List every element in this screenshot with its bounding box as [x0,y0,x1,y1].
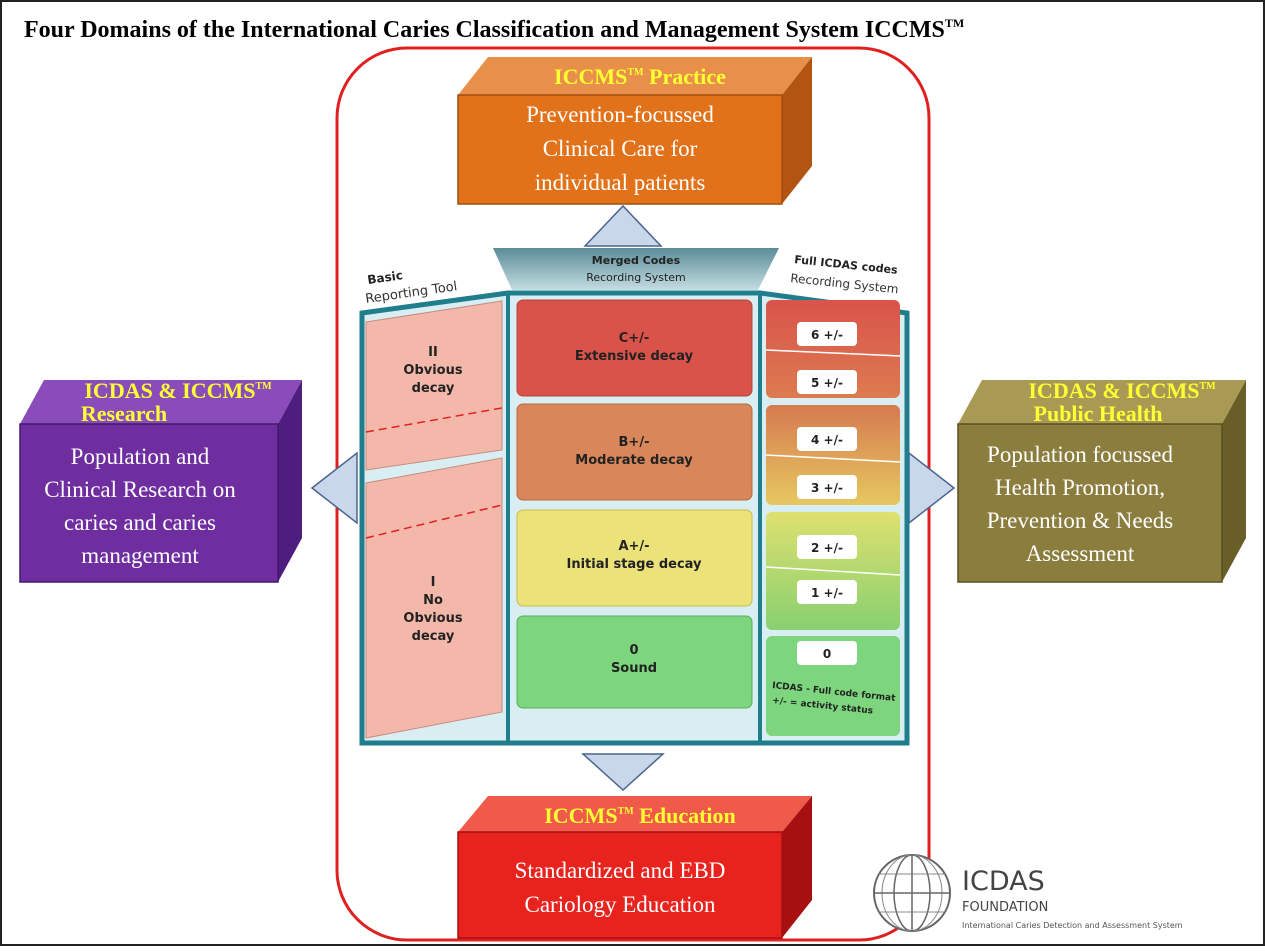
svg-text:6 +/-: 6 +/- [811,328,843,342]
merged-row-b-code: B+/- [619,435,650,450]
svg-text:0: 0 [823,647,831,661]
code-chip-3: 3 +/- [797,475,857,499]
basic-lower-line-4: decay [412,629,455,644]
practice-line-1: Prevention-focussed [526,102,714,127]
practice-domain-box: ICCMSTM Practice Prevention-focussed Cli… [457,57,812,205]
public-health-line-3: Prevention & Needs [987,508,1174,533]
icdas-foundation-logo: ICDAS FOUNDATION International Caries De… [873,854,1183,932]
code-chip-2: 2 +/- [797,535,857,559]
svg-text:4 +/-: 4 +/- [811,433,843,447]
public-health-heading-1: ICDAS & ICCMSTM [1028,378,1216,403]
practice-heading: ICCMSTM Practice [554,64,726,89]
svg-text:5 +/-: 5 +/- [811,376,843,390]
merged-row-c-code: C+/- [619,331,650,346]
basic-upper-line-3: decay [412,381,455,396]
merged-row-a [516,509,753,607]
education-heading: ICCMSTM Education [544,803,736,828]
code-chip-1: 1 +/- [797,580,857,604]
logo-sub: FOUNDATION [962,900,1048,915]
merged-row-a-code: A+/- [618,539,649,554]
merged-row-0 [516,615,753,709]
basic-lower-line-3: Obvious [403,611,462,626]
basic-upper-panel [365,300,503,471]
arrow-up-to-practice [583,204,663,247]
codes-panel: Merged Codes Recording System Basic Repo… [359,248,910,746]
svg-text:1 +/-: 1 +/- [811,586,843,600]
arrow-left-to-research [310,451,358,525]
page-title: Four Domains of the International Caries… [24,16,964,43]
research-line-2: Clinical Research on [44,477,236,502]
education-domain-box: ICCMSTM Education Standardized and EBD C… [457,796,812,939]
public-health-line-2: Health Promotion, [995,475,1165,500]
merged-codes-label: Merged Codes [592,254,681,267]
public-health-line-4: Assessment [1026,541,1135,566]
merged-row-c-desc: Extensive decay [575,349,694,364]
code-chip-6: 6 +/- [797,322,857,346]
merged-row-b [516,403,753,501]
research-line-4: management [81,543,199,568]
education-line-1: Standardized and EBD [515,858,726,883]
basic-upper-code: II [428,345,438,360]
research-heading-2: Research [81,401,167,426]
public-health-line-1: Population focussed [987,442,1173,467]
svg-text:3 +/-: 3 +/- [811,481,843,495]
research-heading-1: ICDAS & ICCMSTM [84,378,272,403]
merged-row-0-desc: Sound [611,661,657,676]
basic-lower-code: I [431,575,436,590]
practice-line-2: Clinical Care for [543,136,698,161]
logo-tagline: International Caries Detection and Asses… [962,921,1183,930]
practice-line-3: individual patients [535,170,706,195]
public-health-heading-2: Public Health [1034,401,1163,426]
basic-upper-line-2: Obvious [403,363,462,378]
research-domain-box: ICDAS & ICCMSTM Research Population and … [19,378,302,583]
public-health-domain-box: ICDAS & ICCMSTM Public Health Population… [957,378,1246,583]
research-line-1: Population and [71,444,210,469]
arrow-right-to-public-health [908,451,956,525]
merged-codes-header [493,248,779,290]
globe-icon [873,854,951,932]
merged-row-0-code: 0 [629,643,638,658]
arrow-down-to-education [581,753,665,792]
merged-row-c [516,299,753,397]
code-chip-4: 4 +/- [797,427,857,451]
logo-name: ICDAS [962,866,1045,897]
svg-text:2 +/-: 2 +/- [811,541,843,555]
education-line-2: Cariology Education [525,892,716,917]
code-chip-0: 0 [797,641,857,665]
basic-tool-label: Basic [366,268,403,287]
basic-lower-line-2: No [423,593,443,608]
research-line-3: caries and caries [64,510,216,535]
merged-codes-sublabel: Recording System [586,271,686,284]
merged-row-a-desc: Initial stage decay [566,557,702,572]
basic-lower-panel [365,457,503,739]
basic-divider-1 [365,407,503,433]
basic-divider-2 [365,504,503,539]
code-chip-5: 5 +/- [797,370,857,394]
merged-row-b-desc: Moderate decay [575,453,693,468]
